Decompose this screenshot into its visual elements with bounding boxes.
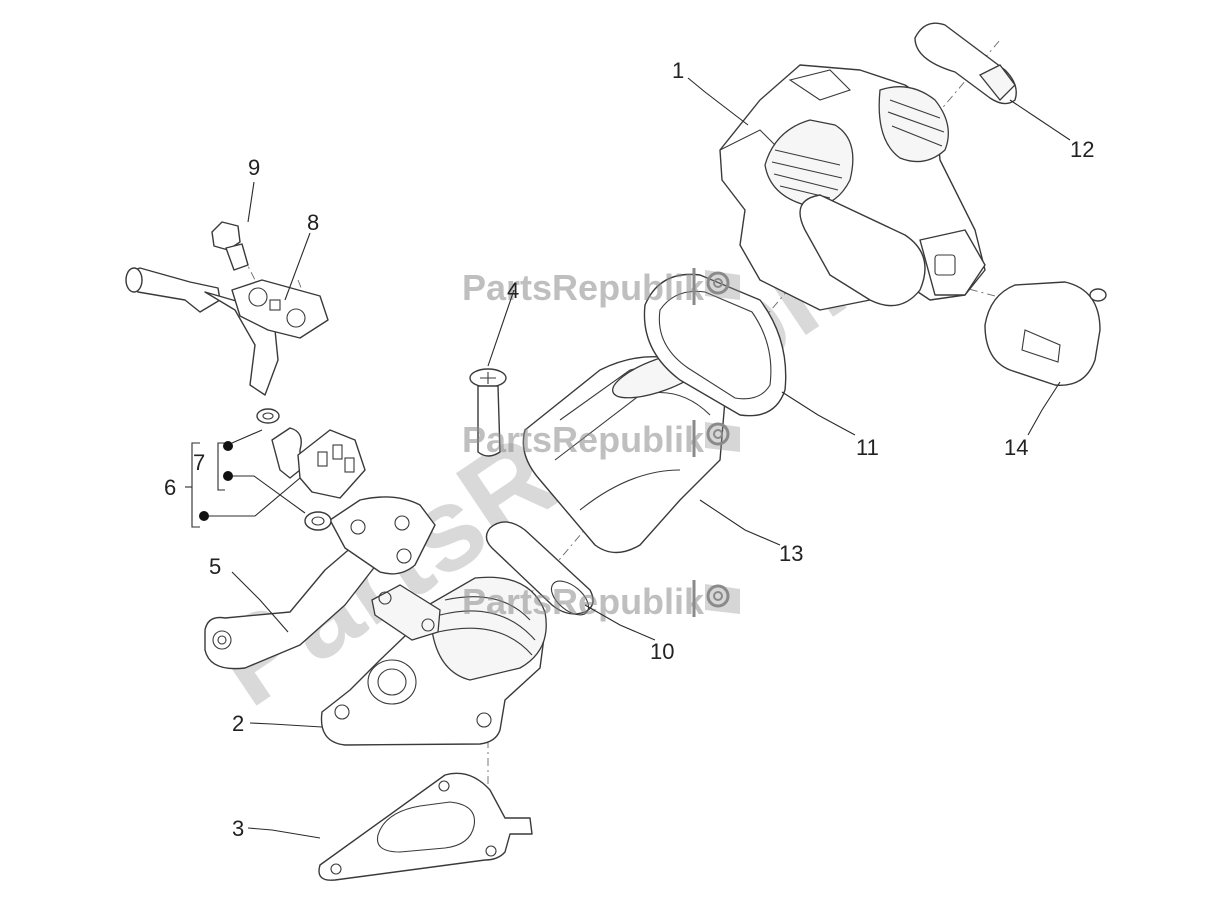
part-2-intake-manifold [320, 576, 547, 746]
part-3-gasket [318, 772, 533, 881]
flag-icon [705, 422, 740, 452]
sensor-plate [329, 496, 436, 575]
callout-1: 1 [672, 58, 684, 83]
gear-icon [706, 422, 730, 446]
leader-lines [185, 77, 1071, 839]
part-4-screw [469, 368, 507, 457]
watermark-2: PartsRepublik [462, 419, 740, 460]
gear-icon [706, 584, 730, 608]
part-1-throttle-body [719, 64, 986, 311]
watermark-3: PartsRepublik [462, 580, 740, 622]
flag-icon [705, 584, 740, 614]
part-12-clip [914, 22, 1017, 105]
callout-4: 4 [507, 278, 519, 303]
part-7-sensor [256, 408, 366, 531]
callout-5: 5 [209, 554, 221, 579]
callout-6: 6 [164, 475, 176, 500]
callout-9: 9 [248, 155, 260, 180]
callout-7: 7 [193, 450, 205, 475]
watermark-text-1: PartsRepublik [462, 267, 705, 308]
callout-14: 14 [1004, 435, 1028, 460]
part-9-bolt [211, 221, 249, 271]
watermark-text-3: PartsRepublik [462, 581, 705, 622]
callout-13: 13 [779, 541, 803, 566]
callout-11: 11 [856, 435, 879, 460]
bullet-dots [199, 441, 233, 521]
callout-3: 3 [232, 816, 244, 841]
part-8-lever [125, 267, 329, 396]
gear-icon [706, 271, 730, 295]
callout-10: 10 [650, 639, 674, 664]
callout-labels: 1 2 3 4 5 6 7 8 9 10 11 12 13 14 [164, 58, 1094, 841]
part-14-cover-cap [984, 281, 1107, 386]
callout-12: 12 [1070, 137, 1094, 162]
flag-icon [705, 270, 740, 300]
callout-8: 8 [307, 210, 319, 235]
watermark-text-2: PartsRepublik [462, 419, 705, 460]
callout-2: 2 [232, 711, 244, 736]
part-10-seal [485, 521, 594, 616]
watermark-1: PartsRepublik [462, 267, 740, 308]
